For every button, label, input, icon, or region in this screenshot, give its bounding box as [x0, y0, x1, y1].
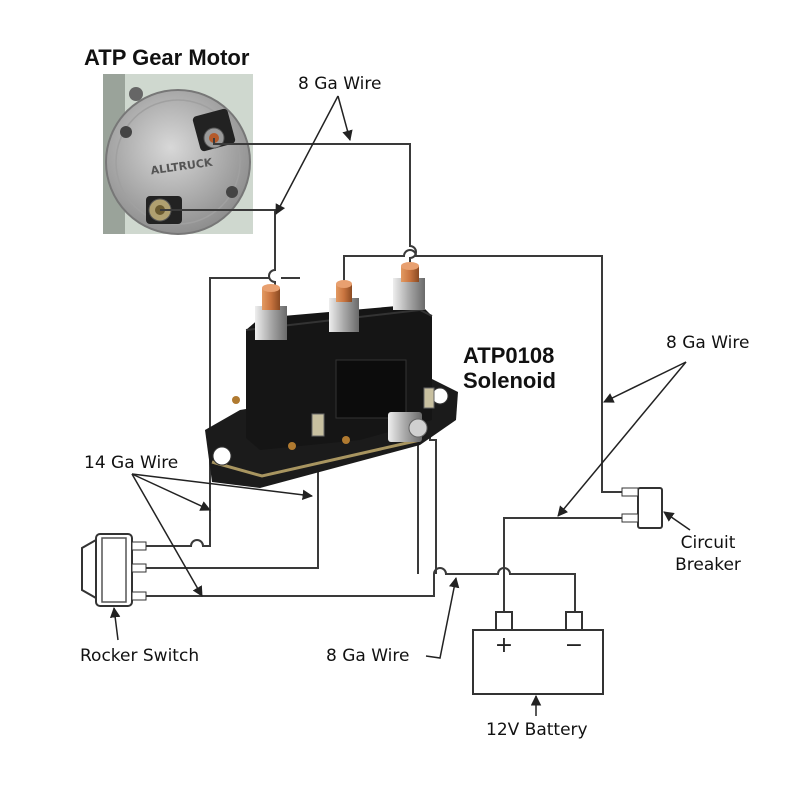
flange-hole-left — [212, 446, 232, 466]
gear-motor-image — [103, 74, 253, 235]
solenoid-side-stud — [388, 412, 428, 442]
wire-switch-to-battery-neg — [134, 567, 576, 612]
wire-motor-to-post-1 — [160, 209, 276, 292]
motor-screw-icon — [120, 126, 132, 138]
solenoid-post-2 — [329, 280, 359, 332]
spade-terminal-right — [423, 387, 435, 409]
wires — [134, 138, 625, 612]
solenoid-title: ATP0108 Solenoid — [463, 343, 556, 393]
solenoid-type: Solenoid — [463, 368, 556, 393]
wire-small-terminal-to-switch — [134, 432, 319, 569]
motor-screw-icon — [226, 186, 238, 198]
battery-terminal-negative — [565, 611, 583, 631]
wire-post-1-to-switch-top — [134, 277, 269, 547]
circuit-breaker-label-line2: Breaker — [675, 555, 741, 575]
solenoid-model: ATP0108 — [463, 343, 555, 368]
battery-image — [472, 611, 604, 695]
battery-terminal-positive — [495, 611, 513, 631]
battery-label: 12V Battery — [486, 720, 588, 740]
wire-label-bottom-8ga: 8 Ga Wire — [326, 646, 410, 666]
circuit-breaker-body — [637, 487, 663, 529]
rocker-switch-label: Rocker Switch — [80, 646, 200, 666]
rocker-switch-image — [81, 533, 147, 607]
battery-body — [472, 629, 604, 695]
solenoid-image — [205, 262, 458, 488]
battery-positive-sign: + — [495, 633, 513, 658]
wire-post-2-to-breaker — [343, 249, 625, 493]
solenoid-side-box — [335, 359, 407, 419]
motor-title: ATP Gear Motor — [84, 45, 250, 70]
solenoid-post-1 — [255, 284, 287, 340]
wire-label-top-8ga: 8 Ga Wire — [298, 74, 382, 94]
solenoid-post-3 — [393, 262, 425, 310]
spade-terminal-left — [311, 413, 325, 437]
wire-label-14ga: 14 Ga Wire — [84, 453, 179, 473]
motor-screw-icon — [129, 87, 143, 101]
wire-label-right-8ga: 8 Ga Wire — [666, 333, 750, 353]
label-arrows — [109, 95, 691, 716]
wire-motor-to-post-3 — [213, 138, 417, 272]
circuit-breaker-label: Circuit Breaker — [668, 532, 748, 576]
circuit-breaker-label-line1: Circuit — [680, 533, 736, 553]
battery-negative-sign: − — [565, 633, 583, 658]
circuit-breaker-image — [621, 487, 663, 529]
wire-breaker-to-battery-pos — [503, 517, 625, 612]
